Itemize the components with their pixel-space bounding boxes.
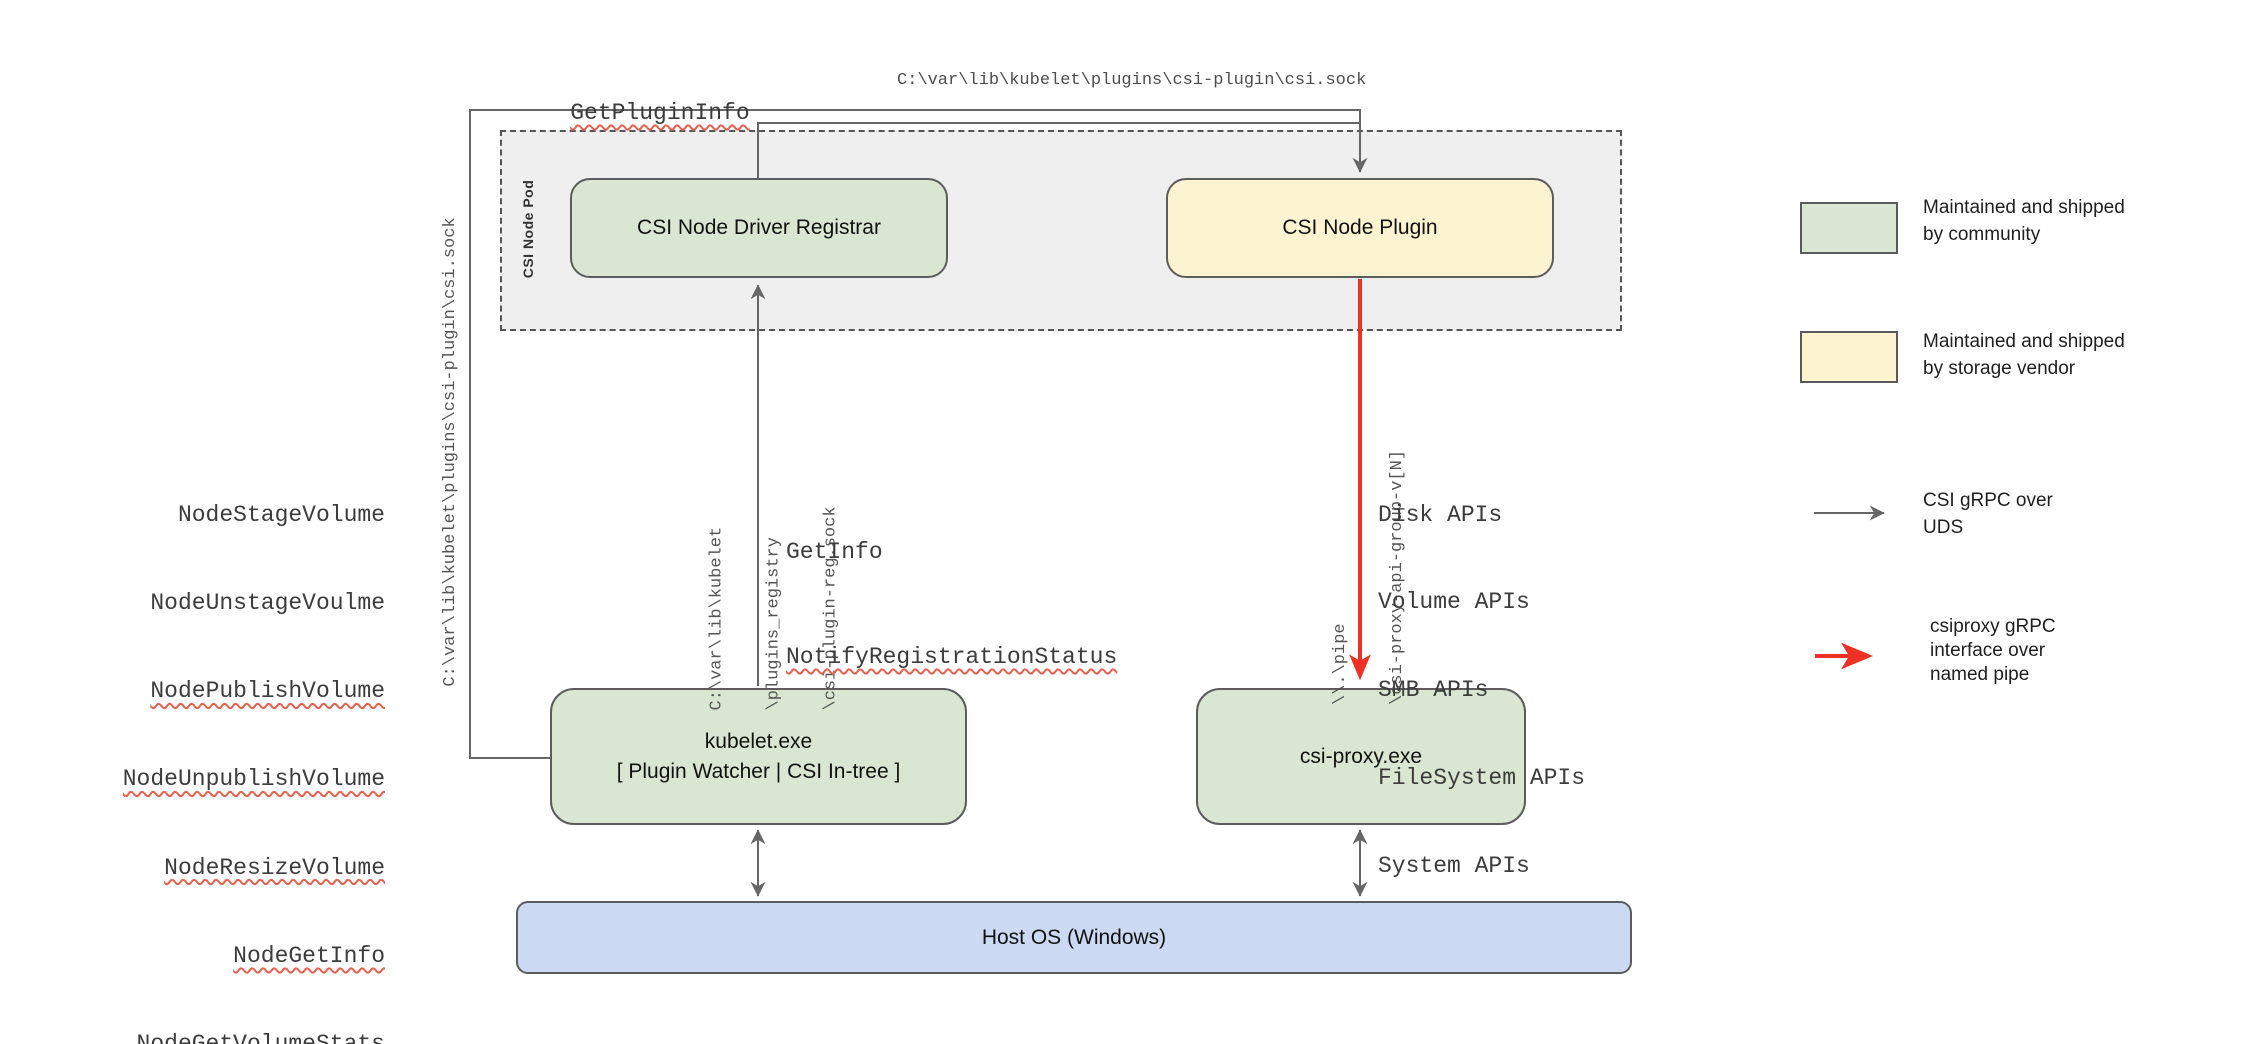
api-list-item: FileSystem APIs (1378, 765, 1586, 792)
legend-named-pipe-text: csiproxy gRPC interface over named pipe (1930, 616, 2056, 685)
legend-community-swatch (1800, 202, 1898, 254)
host-os-label: Host OS (Windows) (981, 925, 1167, 949)
registration-rpc-labels: GetInfo NotifyRegistrationStatus (786, 465, 1117, 745)
legend-vendor-swatch (1800, 331, 1898, 383)
api-list-item: SMB APIs (1378, 677, 1489, 704)
csi-proxy-label: csi-proxy.exe (1299, 744, 1423, 768)
kubelet-label-line1: kubelet.exe (704, 729, 813, 753)
legend-vendor-text: Maintained and shipped by storage vendor (1923, 331, 2125, 379)
csi-node-driver-registrar-label: CSI Node Driver Registrar (637, 216, 881, 239)
node-rpc-call: NodePublishVolume (150, 678, 385, 705)
uds-arrow-registrar-to-csi-node-plugin (757, 122, 1361, 179)
node-rpc-call-list: NodeStageVolume NodeUnstageVoulme NodePu… (80, 442, 385, 1044)
registry-path-line: \plugins_registry (764, 537, 784, 711)
api-list-item: Volume APIs (1378, 589, 1530, 616)
api-list-item: Disk APIs (1378, 501, 1503, 528)
node-rpc-call: NodeGetInfo (233, 942, 385, 969)
api-list-item: System APIs (1378, 853, 1530, 880)
node-rpc-call: NodeStageVolume (177, 501, 385, 528)
csi-node-pod-label: CSI Node Pod (520, 179, 536, 279)
registry-path-line: C:\var\lib\kubelet (707, 526, 727, 711)
csi-sock-path-left-vertical: C:\var\lib\kubelet\plugins\csi-plugin\cs… (441, 217, 460, 687)
csi-proxy-box: csi-proxy.exe (1196, 688, 1526, 825)
host-os-box: Host OS (Windows) (516, 901, 1632, 974)
get-plugin-info-label: GetPluginInfo (515, 74, 750, 152)
kubelet-label-line2: [ Plugin Watcher | CSI In-tree ] (616, 759, 901, 783)
node-rpc-call: NodeGetVolumeStats (80, 1030, 385, 1044)
csi-sock-path-top: C:\var\lib\kubelet\plugins\csi-plugin\cs… (897, 71, 1367, 90)
kubelet-box: kubelet.exe [ Plugin Watcher | CSI In-tr… (550, 688, 967, 825)
csi-node-driver-registrar-box: CSI Node Driver Registrar (570, 178, 948, 278)
node-rpc-call: NodeUnpublishVolume (122, 766, 385, 793)
node-rpc-call: NodeResizeVolume (164, 854, 385, 881)
notify-registration-status-text: NotifyRegistrationStatus (786, 644, 1118, 670)
registry-sock-path-vertical: C:\var\lib\kubelet \plugins_registry \cs… (670, 471, 841, 711)
csi-proxy-api-list: Disk APIs Volume APIs SMB APIs FileSyste… (1378, 442, 1585, 940)
csi-node-plugin-box: CSI Node Plugin (1166, 178, 1554, 278)
pipe-path-line: \\.\pipe (1331, 623, 1350, 705)
csi-node-plugin-label: CSI Node Plugin (1282, 216, 1438, 239)
legend-community-text: Maintained and shipped by community (1923, 197, 2125, 245)
get-plugin-info-text: GetPluginInfo (570, 100, 750, 126)
get-info-text: GetInfo (786, 539, 883, 565)
legend-uds-text: CSI gRPC over UDS (1923, 490, 2053, 538)
node-rpc-call: NodeUnstageVoulme (150, 590, 385, 617)
named-pipe-path-vertical: \\.\pipe \csi-proxy-api-group-v[N] (1293, 435, 1407, 705)
